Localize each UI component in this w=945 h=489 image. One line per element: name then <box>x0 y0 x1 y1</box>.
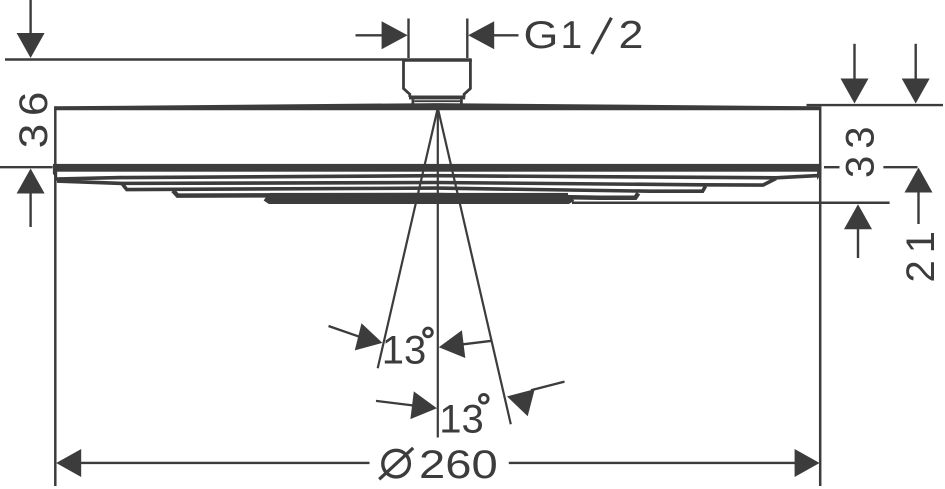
svg-text:G: G <box>524 13 559 57</box>
svg-text:36: 36 <box>11 84 56 148</box>
svg-text:13: 13 <box>382 329 427 373</box>
svg-text:1: 1 <box>560 14 582 57</box>
svg-text:33: 33 <box>838 119 882 178</box>
svg-text:21: 21 <box>899 224 943 283</box>
svg-text:260: 260 <box>419 442 498 487</box>
svg-text:2: 2 <box>619 13 644 57</box>
svg-text:13: 13 <box>439 398 484 442</box>
